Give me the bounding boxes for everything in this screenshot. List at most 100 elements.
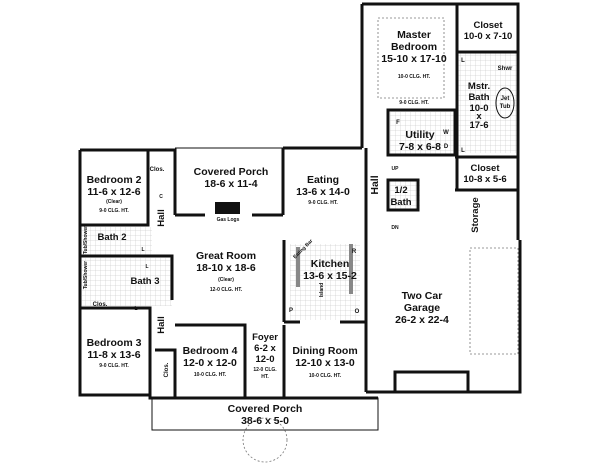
svg-text:9-0 CLG. HT.: 9-0 CLG. HT. — [399, 100, 429, 106]
svg-text:12-0 CLG. HT.: 12-0 CLG. HT. — [210, 287, 243, 293]
svg-text:26-2 x 22-4: 26-2 x 22-4 — [395, 314, 449, 326]
svg-text:9-0 CLG. HT.: 9-0 CLG. HT. — [308, 200, 338, 206]
svg-text:P: P — [289, 308, 293, 314]
svg-text:38-6 x 5-0: 38-6 x 5-0 — [241, 415, 289, 427]
svg-text:Clos.: Clos. — [150, 167, 165, 173]
svg-text:Bath: Bath — [390, 197, 411, 208]
svg-text:11-8 x 13-6: 11-8 x 13-6 — [87, 349, 140, 361]
svg-text:L: L — [145, 264, 148, 270]
svg-text:Garage: Garage — [404, 302, 440, 314]
room-bedroom-4: Bedroom 4 12-0 x 12-0 10-0 CLG. HT. Clos… — [164, 345, 238, 378]
svg-text:Utility: Utility — [405, 129, 434, 141]
tile-floors — [82, 53, 518, 320]
svg-text:10-0 CLG. HT.: 10-0 CLG. HT. — [194, 372, 227, 378]
svg-text:L: L — [141, 247, 144, 253]
room-bath-3: Bath 3 L L Tub/Shower — [83, 261, 160, 312]
room-bedroom-3: Bedroom 3 11-8 x 13-6 9-0 CLG. HT. Clos. — [87, 302, 142, 369]
svg-text:9-0 CLG. HT.: 9-0 CLG. HT. — [99, 208, 129, 214]
room-foyer: Foyer 6-2 x 12-0 12-0 CLG. HT. — [252, 332, 278, 380]
room-hall-east: Hall — [369, 175, 381, 194]
svg-text:Bedroom 2: Bedroom 2 — [87, 174, 142, 186]
room-eating: Eating 13-6 x 14-0 9-0 CLG. HT. — [296, 174, 350, 206]
svg-text:11-6 x 12-6: 11-6 x 12-6 — [87, 186, 140, 198]
svg-text:Great Room: Great Room — [196, 250, 256, 262]
svg-text:Clos.: Clos. — [164, 362, 170, 377]
svg-text:L: L — [461, 58, 465, 64]
svg-text:Island: Island — [319, 283, 325, 297]
svg-text:Tub/Shower: Tub/Shower — [83, 226, 89, 254]
room-closet-hall: Closet 10-8 x 5-6 — [463, 163, 506, 185]
room-covered-porch-rear: Covered Porch 18-6 x 11-4 Gas Logs — [194, 166, 269, 223]
room-hall-west-lower: Hall — [156, 316, 167, 333]
room-great-room: Great Room 18-10 x 18-6 (Clear) 12-0 CLG… — [196, 250, 256, 293]
svg-text:Closet: Closet — [470, 163, 500, 174]
svg-text:Two Car: Two Car — [402, 290, 443, 302]
svg-text:F: F — [396, 120, 400, 126]
room-bath-2: Bath 2 L Tub/Shower — [83, 226, 145, 254]
room-garage: Two Car Garage 26-2 x 22-4 — [395, 290, 449, 326]
svg-text:Bath 3: Bath 3 — [130, 276, 159, 287]
svg-text:12-0 CLG.: 12-0 CLG. — [253, 367, 277, 373]
svg-text:18-6 x 11-4: 18-6 x 11-4 — [204, 178, 257, 190]
svg-text:(Clear): (Clear) — [218, 277, 234, 283]
room-hall-west-upper: Hall — [156, 209, 167, 226]
room-closet-master: Closet 10-0 x 7-10 — [464, 20, 513, 42]
svg-text:R: R — [352, 249, 357, 255]
room-half-bath: 1/2 Bath UP DN — [390, 166, 411, 231]
room-storage: Storage — [470, 197, 481, 232]
svg-text:x: x — [476, 111, 482, 122]
svg-text:Bedroom 3: Bedroom 3 — [87, 337, 142, 349]
svg-text:9-0 CLG. HT.: 9-0 CLG. HT. — [99, 363, 129, 369]
svg-text:Bath 2: Bath 2 — [97, 232, 126, 243]
svg-text:Mstr.: Mstr. — [468, 81, 490, 92]
svg-text:6-2 x: 6-2 x — [254, 343, 276, 354]
svg-text:Kitchen: Kitchen — [311, 258, 350, 270]
svg-text:D: D — [444, 144, 449, 150]
svg-text:13-6 x 14-0: 13-6 x 14-0 — [296, 186, 350, 198]
svg-text:Tub/Shower: Tub/Shower — [83, 261, 89, 289]
svg-text:Closet: Closet — [473, 20, 503, 31]
svg-text:12-0: 12-0 — [255, 354, 274, 365]
svg-text:12-0 x 12-0: 12-0 x 12-0 — [183, 357, 237, 369]
svg-text:Shwr: Shwr — [498, 66, 513, 72]
room-master-bedroom: Master Bedroom 15-10 x 17-10 10-0 CLG. H… — [381, 29, 447, 106]
svg-text:Jet: Jet — [501, 96, 510, 102]
room-utility: Utility 7-8 x 6-8 F W D — [396, 120, 449, 153]
svg-text:L: L — [461, 148, 465, 154]
svg-text:7-8 x 6-8: 7-8 x 6-8 — [399, 141, 441, 153]
svg-text:Dining Room: Dining Room — [292, 345, 357, 357]
svg-text:17-6: 17-6 — [469, 120, 488, 131]
room-master-bath: Mstr. Bath 10-0 x 17-6 Shwr Jet Tub L L — [461, 58, 513, 154]
svg-text:Clos.: Clos. — [93, 302, 108, 308]
svg-text:10-0 CLG. HT.: 10-0 CLG. HT. — [398, 74, 431, 80]
svg-text:Covered Porch: Covered Porch — [194, 166, 269, 178]
svg-text:Bedroom: Bedroom — [391, 41, 437, 53]
svg-text:HT.: HT. — [261, 374, 269, 380]
svg-text:Gas Logs: Gas Logs — [217, 217, 240, 223]
svg-text:(Clear): (Clear) — [106, 199, 122, 205]
walls — [78, 2, 522, 463]
svg-text:15-10 x 17-10: 15-10 x 17-10 — [381, 53, 447, 65]
svg-text:Eating: Eating — [307, 174, 339, 186]
svg-text:L: L — [134, 306, 137, 312]
svg-text:UP: UP — [392, 166, 400, 172]
svg-text:O: O — [355, 309, 360, 315]
svg-text:Bedroom 4: Bedroom 4 — [183, 345, 238, 357]
svg-text:10-8 x 5-6: 10-8 x 5-6 — [463, 174, 506, 185]
svg-text:Bath: Bath — [468, 92, 489, 103]
svg-text:Tub: Tub — [500, 104, 511, 110]
room-covered-porch-front: Covered Porch 38-6 x 5-0 — [228, 403, 303, 427]
svg-text:Covered Porch: Covered Porch — [228, 403, 303, 415]
svg-text:C: C — [159, 194, 163, 200]
room-bedroom-2: Bedroom 2 11-6 x 12-6 (Clear) 9-0 CLG. H… — [87, 167, 165, 214]
svg-text:13-6 x 15-2: 13-6 x 15-2 — [303, 270, 357, 282]
room-dining: Dining Room 12-10 x 13-0 10-0 CLG. HT. — [292, 345, 357, 379]
svg-text:1/2: 1/2 — [394, 185, 407, 196]
svg-text:18-10 x 18-6: 18-10 x 18-6 — [196, 262, 256, 274]
svg-text:12-10 x 13-0: 12-10 x 13-0 — [295, 357, 355, 369]
svg-text:Master: Master — [397, 29, 431, 41]
svg-text:Foyer: Foyer — [252, 332, 278, 343]
svg-text:10-0 CLG. HT.: 10-0 CLG. HT. — [309, 373, 342, 379]
svg-text:DN: DN — [391, 225, 399, 231]
